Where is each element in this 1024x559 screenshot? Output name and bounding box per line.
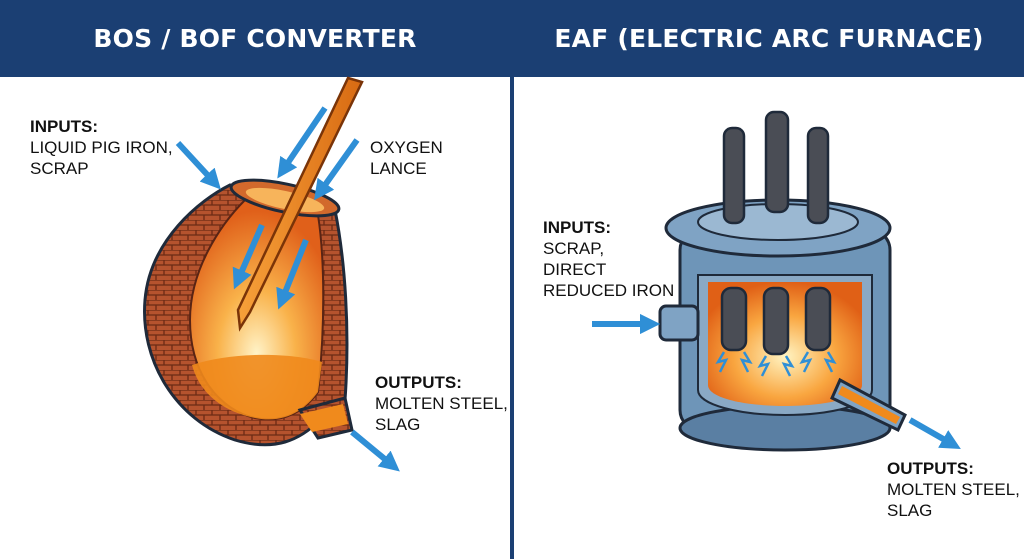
eaf-outputs-text: MOLTEN STEEL, SLAG	[887, 480, 1020, 520]
oxygen-lance-text: OXYGEN LANCE	[370, 138, 443, 178]
eaf-inputs-heading: INPUTS:	[543, 218, 611, 237]
panel-divider	[510, 0, 514, 559]
bof-inputs-text: LIQUID PIG IRON, SCRAP	[30, 138, 173, 178]
eaf-arc-sparks	[715, 351, 837, 377]
bof-inputs-label: INPUTS: LIQUID PIG IRON, SCRAP	[30, 116, 173, 179]
bof-outputs-text: MOLTEN STEEL, SLAG	[375, 394, 508, 434]
eaf-inputs-label: INPUTS: SCRAP, DIRECT REDUCED IRON	[543, 217, 674, 301]
eaf-outputs-label: OUTPUTS: MOLTEN STEEL, SLAG	[887, 458, 1020, 521]
eaf-electrodes	[720, 110, 832, 356]
eaf-outputs-heading: OUTPUTS:	[887, 459, 974, 478]
eaf-inputs-text: SCRAP, DIRECT REDUCED IRON	[543, 239, 675, 300]
bof-inputs-heading: INPUTS:	[30, 117, 98, 136]
eaf-flow-arrows	[592, 313, 961, 450]
bof-outputs-heading: OUTPUTS:	[375, 373, 462, 392]
bof-outputs-label: OUTPUTS: MOLTEN STEEL, SLAG	[375, 372, 508, 435]
oxygen-lance	[236, 76, 364, 332]
bof-panel-title: BOS / BOF CONVERTER	[0, 0, 510, 77]
eaf-panel-title: EAF (ELECTRIC ARC FURNACE)	[514, 0, 1024, 77]
bof-lance-label: OXYGEN LANCE	[370, 137, 443, 179]
bof-flow-arrows	[175, 106, 400, 472]
